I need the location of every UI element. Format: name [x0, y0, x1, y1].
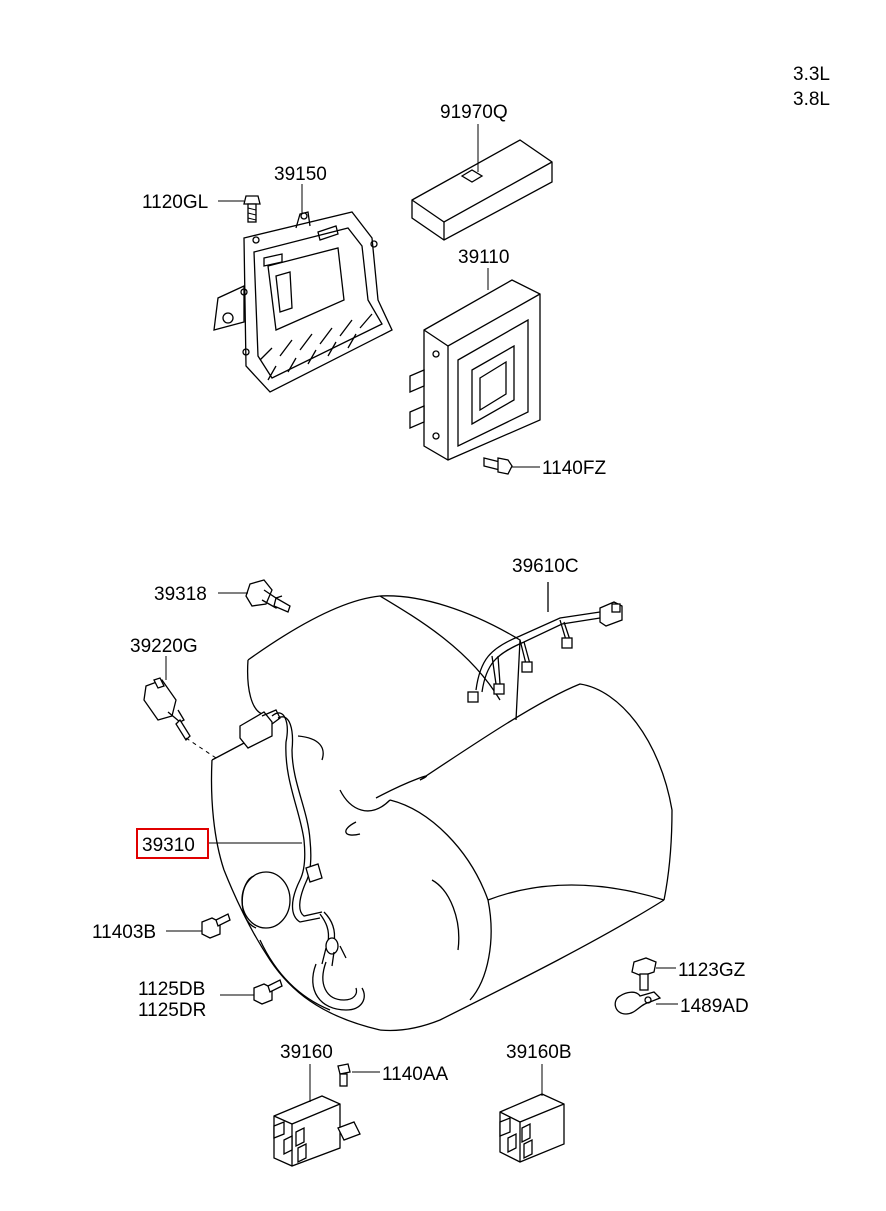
part-1489ad-clamp[interactable] [614, 991, 662, 1015]
engine-block-outline [210, 595, 673, 1032]
part-39310-sensor-harness[interactable] [208, 709, 347, 967]
part-91970q-cover[interactable] [411, 124, 553, 241]
label-1140fz: 1140FZ [542, 458, 606, 479]
part-39110-ecu[interactable] [409, 268, 541, 461]
label-1125dr: 1125DR [138, 1000, 206, 1021]
label-11403b: 11403B [92, 922, 156, 943]
label-1125db: 1125DB [138, 979, 205, 1000]
label-39318: 39318 [154, 584, 207, 605]
part-39610c-harness[interactable] [467, 582, 623, 703]
label-1489ad: 1489AD [680, 996, 749, 1017]
label-1140aa: 1140AA [382, 1064, 449, 1085]
label-39310: 39310 [142, 835, 195, 856]
part-1140aa-bolt[interactable] [337, 1063, 351, 1087]
label-39310-highlight-box [136, 828, 209, 859]
label-39610c: 39610C [512, 556, 579, 577]
engine-label-3-8l: 3.8L [793, 89, 830, 110]
part-1140fz-bolt[interactable] [483, 457, 513, 475]
part-1125db-bolt[interactable] [253, 979, 283, 1005]
engine-label-3-3l: 3.3L [793, 64, 830, 85]
label-1123gz: 1123GZ [678, 960, 746, 981]
label-39160b: 39160B [506, 1042, 572, 1063]
engine-mount-disc [241, 871, 291, 929]
part-39318-sensor[interactable] [245, 579, 291, 613]
label-39150: 39150 [274, 164, 327, 185]
label-91970q: 91970Q [440, 102, 508, 123]
part-39150-bracket[interactable] [213, 184, 393, 393]
part-1123gz-bolt[interactable] [631, 957, 657, 991]
part-39160b-relay[interactable] [499, 1064, 565, 1163]
part-39160-relay[interactable] [273, 1064, 361, 1167]
part-39220g-sensor[interactable] [143, 656, 217, 759]
label-1120gl: 1120GL [142, 192, 208, 213]
label-39220g: 39220G [130, 636, 198, 657]
part-1120gl-bolt[interactable] [243, 195, 261, 223]
label-39110: 39110 [458, 247, 509, 268]
part-11403b-bolt[interactable] [201, 913, 231, 939]
label-39160: 39160 [280, 1042, 333, 1063]
